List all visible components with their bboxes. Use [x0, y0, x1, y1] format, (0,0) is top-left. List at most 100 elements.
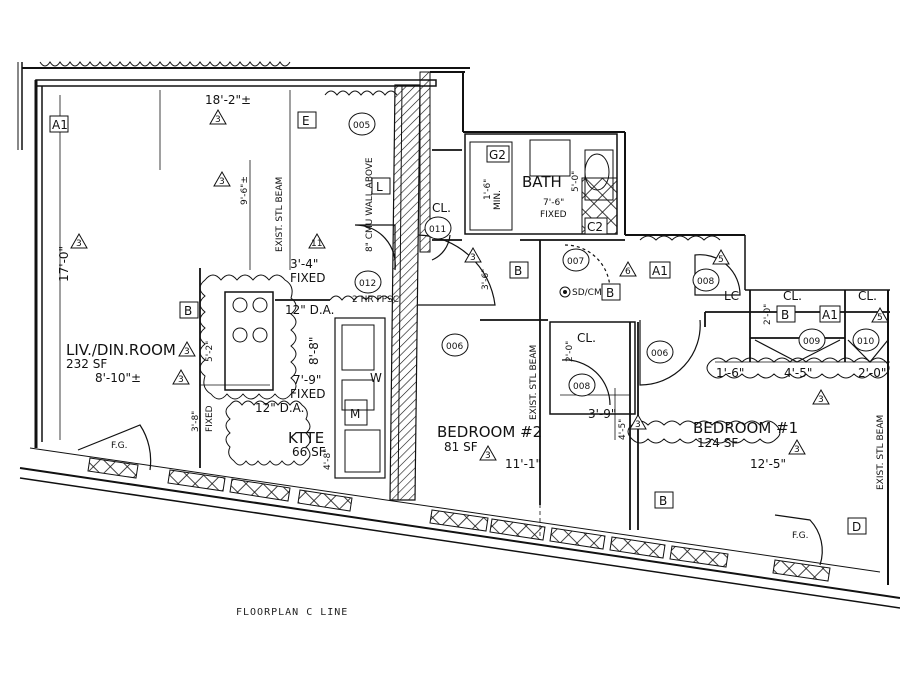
beam-note-mid: EXIST. STL BEAM [529, 345, 539, 420]
smoke-detector-symbol [559, 286, 571, 298]
dim-18-2: 18'-2"± [205, 93, 251, 107]
dim-4-8: 4'-8" [323, 449, 333, 470]
revision-clouds [199, 90, 890, 466]
kitchen-appliances [232, 297, 381, 473]
door-tag-012: 012 [359, 279, 376, 289]
dim-5-0: 5'-0" [571, 171, 581, 192]
dim-7-6: 7'-6" [543, 198, 564, 208]
dim-9-6: 9'-6"± [240, 176, 250, 205]
window-6 [489, 518, 546, 541]
keynote-3-b: 3 [219, 177, 225, 187]
closet-labels: CL. CL. CL. CL. [432, 201, 877, 345]
w-label: W [370, 371, 382, 385]
door-tag-010: 010 [857, 337, 874, 347]
keynote-3-f: 3 [470, 253, 476, 263]
da-note-2: 12" D.A. [255, 401, 304, 415]
drawing-caption: FLOORPLAN C LINE [236, 607, 349, 618]
tag-boxes [49, 111, 867, 535]
tag-c2: C2 [587, 220, 603, 234]
tag-a1-closet: A1 [822, 308, 838, 322]
tag-e: E [302, 114, 310, 128]
fixed-bath-note: FIXED [540, 210, 567, 220]
dim-2-0-closet: 2'-0" [565, 341, 575, 362]
bedroom2-area: 81 SF [444, 440, 478, 454]
tag-a1-left: A1 [52, 118, 68, 132]
dim-3-4: 3'-4" [290, 257, 318, 271]
window-4 [297, 489, 353, 512]
dim-3-6: 3'-6" [481, 269, 491, 290]
smoke-detector-note: SD/CM [572, 288, 602, 298]
tag-g2: G2 [489, 148, 506, 162]
keynote-3-d: 3 [184, 347, 190, 357]
tag-b-closet: B [781, 308, 789, 322]
door-tag-009: 009 [803, 337, 820, 347]
tag-b-bedroom: B [606, 286, 614, 300]
door-tag-shapes [348, 112, 880, 397]
dimension-lines [59, 90, 890, 540]
bedroom2-name: BEDROOM #2 [437, 423, 542, 441]
tag-b-living: B [184, 304, 192, 318]
rated-wall [389, 71, 431, 501]
bath-name: BATH [522, 173, 562, 191]
cmu-wall-note: 8" CMU WALL ABOVE [365, 157, 375, 252]
dim-17-0: 17'-0" [57, 246, 71, 282]
bedroom1-name: BEDROOM #1 [693, 419, 798, 437]
rated-note: 2 HR FPSC [352, 295, 399, 305]
room-labels: LIV./DIN.ROOM 232 SF 8'-10"± KTTE 66 SF … [66, 173, 798, 471]
dim-4-5: 4'-5" [784, 366, 812, 380]
living-room-name: LIV./DIN.ROOM [66, 341, 176, 359]
bedroom1-area: 124 SF [697, 436, 738, 450]
keynote-6: 6 [625, 267, 631, 277]
dim-2-0-upper: 2'-0" [763, 304, 773, 325]
door-tag-labels: 005 006 006 007 008 009 010 011 012 008 [353, 121, 874, 392]
window-10 [772, 559, 831, 582]
tag-d: D [852, 520, 861, 534]
m-label: M [350, 407, 360, 421]
living-room-dim: 8'-10"± [95, 371, 141, 385]
closet-label-b: CL. [783, 289, 802, 303]
beam-note-left: EXIST. STL BEAM [275, 177, 285, 252]
dim-1-6-closet: 1'-6" [716, 366, 744, 380]
tag-b-bottom: B [659, 494, 667, 508]
dim-3-8: 3'-8" [191, 411, 201, 432]
keynote-labels: 3 3 3 3 3 11 3 3 6 5 3 3 5 3 [76, 115, 883, 461]
window-2 [167, 469, 226, 492]
door-tag-008: 008 [697, 277, 714, 287]
keynote-3-c: 3 [76, 239, 82, 249]
door-tag-006-b: 006 [651, 349, 668, 359]
keynote-3-h: 3 [818, 395, 824, 405]
exterior-walls [34, 71, 890, 585]
keynote-5-a: 5 [718, 255, 724, 265]
door-tag-006-a: 006 [446, 342, 463, 352]
keynote-triangles [70, 108, 889, 461]
window-5 [429, 509, 489, 532]
door-tag-008-b: 008 [573, 382, 590, 392]
top-boundary [17, 61, 470, 150]
dim-2-0-right: 2'-0" [858, 366, 886, 380]
window-3 [229, 478, 291, 502]
fixed-note-3: FIXED [205, 405, 215, 432]
keynote-3-e: 3 [178, 375, 184, 385]
keynote-5-b: 5 [877, 313, 883, 323]
dimension-labels: 18'-2"± 9'-6"± 17'-0" 3'-4" 8'-8" 7'-9" … [57, 93, 886, 470]
window-7 [549, 527, 606, 550]
south-wall [19, 447, 900, 609]
keynote-11: 11 [311, 239, 322, 249]
kitchen-name: KTTE [288, 429, 324, 447]
tag-a1-mid: A1 [652, 264, 668, 278]
keynote-3-a: 3 [215, 115, 221, 125]
fixed-note-2: FIXED [290, 387, 325, 401]
lc-label: LC [724, 289, 739, 303]
door-tag-007: 007 [567, 257, 584, 267]
door-tag-005: 005 [353, 121, 370, 131]
keynote-3-i: 3 [794, 445, 800, 455]
door-swings [77, 224, 823, 566]
closet-label-d: CL. [432, 201, 451, 215]
living-room-area: 232 SF [66, 357, 107, 371]
fg-note-right: F.G. [792, 531, 808, 541]
beam-note-right: EXIST. STL BEAM [876, 415, 886, 490]
tag-labels: A1 E B L B B B A1 B A1 D G2 C2 [52, 114, 861, 534]
fg-note-left: F.G. [111, 441, 127, 451]
tag-l: L [376, 180, 383, 194]
